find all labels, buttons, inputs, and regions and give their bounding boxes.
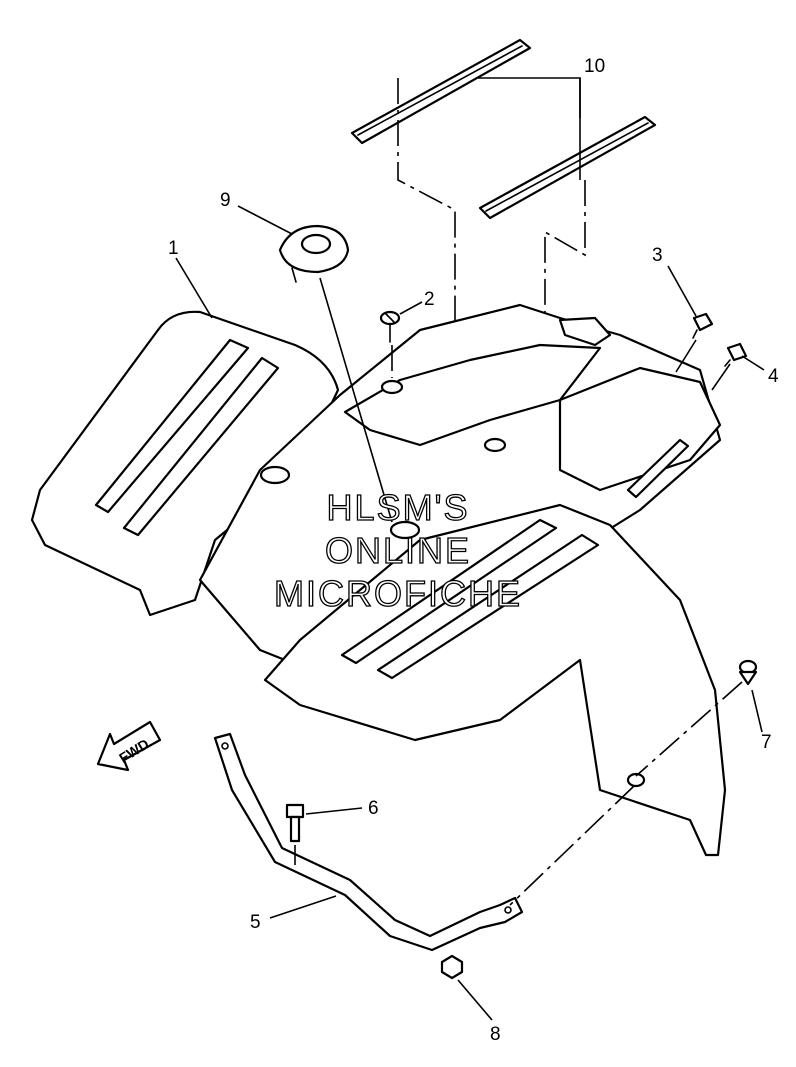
callout-1: 1 (168, 238, 179, 259)
strip-lower (478, 115, 657, 220)
bracket-phantom (509, 785, 635, 906)
leader-1 (175, 257, 213, 319)
leader-5 (269, 895, 337, 919)
boss-left-panel (259, 465, 291, 485)
left-pod-ridge-outer (94, 338, 250, 514)
callout-6: 6 (368, 798, 379, 819)
left-pod-ridge-inner (122, 356, 280, 537)
grommet-hole (626, 772, 646, 788)
grommet-7 (738, 659, 758, 686)
leader-4b (711, 363, 731, 391)
leader-4 (741, 355, 765, 371)
fuel-cap-cover (278, 224, 350, 283)
right-pod-ridge-inner (376, 533, 600, 680)
cap-phantom-line (319, 277, 393, 523)
watermark-line-2: ONLINE (325, 530, 471, 571)
callout-2: 2 (424, 289, 435, 310)
mount-tab (558, 316, 612, 347)
leader-6 (305, 807, 363, 815)
forward-arrow (96, 720, 162, 772)
bolt-3 (692, 312, 714, 339)
leader-3b (675, 339, 697, 373)
callout-8: 8 (490, 1024, 501, 1045)
callout-5: 5 (250, 912, 261, 933)
grommet-7-phantom (635, 681, 743, 777)
stay-bracket (213, 732, 524, 952)
watermark-line-3: MICROFICHE (274, 573, 522, 614)
strip-phantom-line-left (397, 78, 456, 375)
screw-2 (379, 310, 401, 343)
leader-2 (399, 301, 423, 315)
callout-10: 10 (584, 56, 605, 77)
nut-8 (440, 954, 464, 980)
bolt-6 (285, 803, 305, 843)
leader-8 (457, 979, 493, 1021)
front-fender (30, 303, 727, 857)
strip-upper (350, 38, 532, 145)
boss-center (380, 379, 404, 395)
bolt-4 (724, 342, 748, 367)
wing-slot (626, 438, 690, 499)
boss-lower (389, 520, 421, 540)
leader-3 (667, 265, 697, 317)
hood-opening (343, 343, 602, 447)
callout-4: 4 (768, 366, 779, 387)
right-pod-ridge-outer (340, 518, 558, 665)
callout-9: 9 (220, 190, 231, 211)
watermark-line-1: HLSM'S (327, 487, 470, 528)
leader-7 (751, 689, 763, 733)
callout-7: 7 (761, 732, 772, 753)
boss-right (483, 437, 507, 453)
leader-9 (237, 205, 293, 235)
leader-10 (478, 77, 581, 118)
callout-3: 3 (652, 245, 663, 266)
